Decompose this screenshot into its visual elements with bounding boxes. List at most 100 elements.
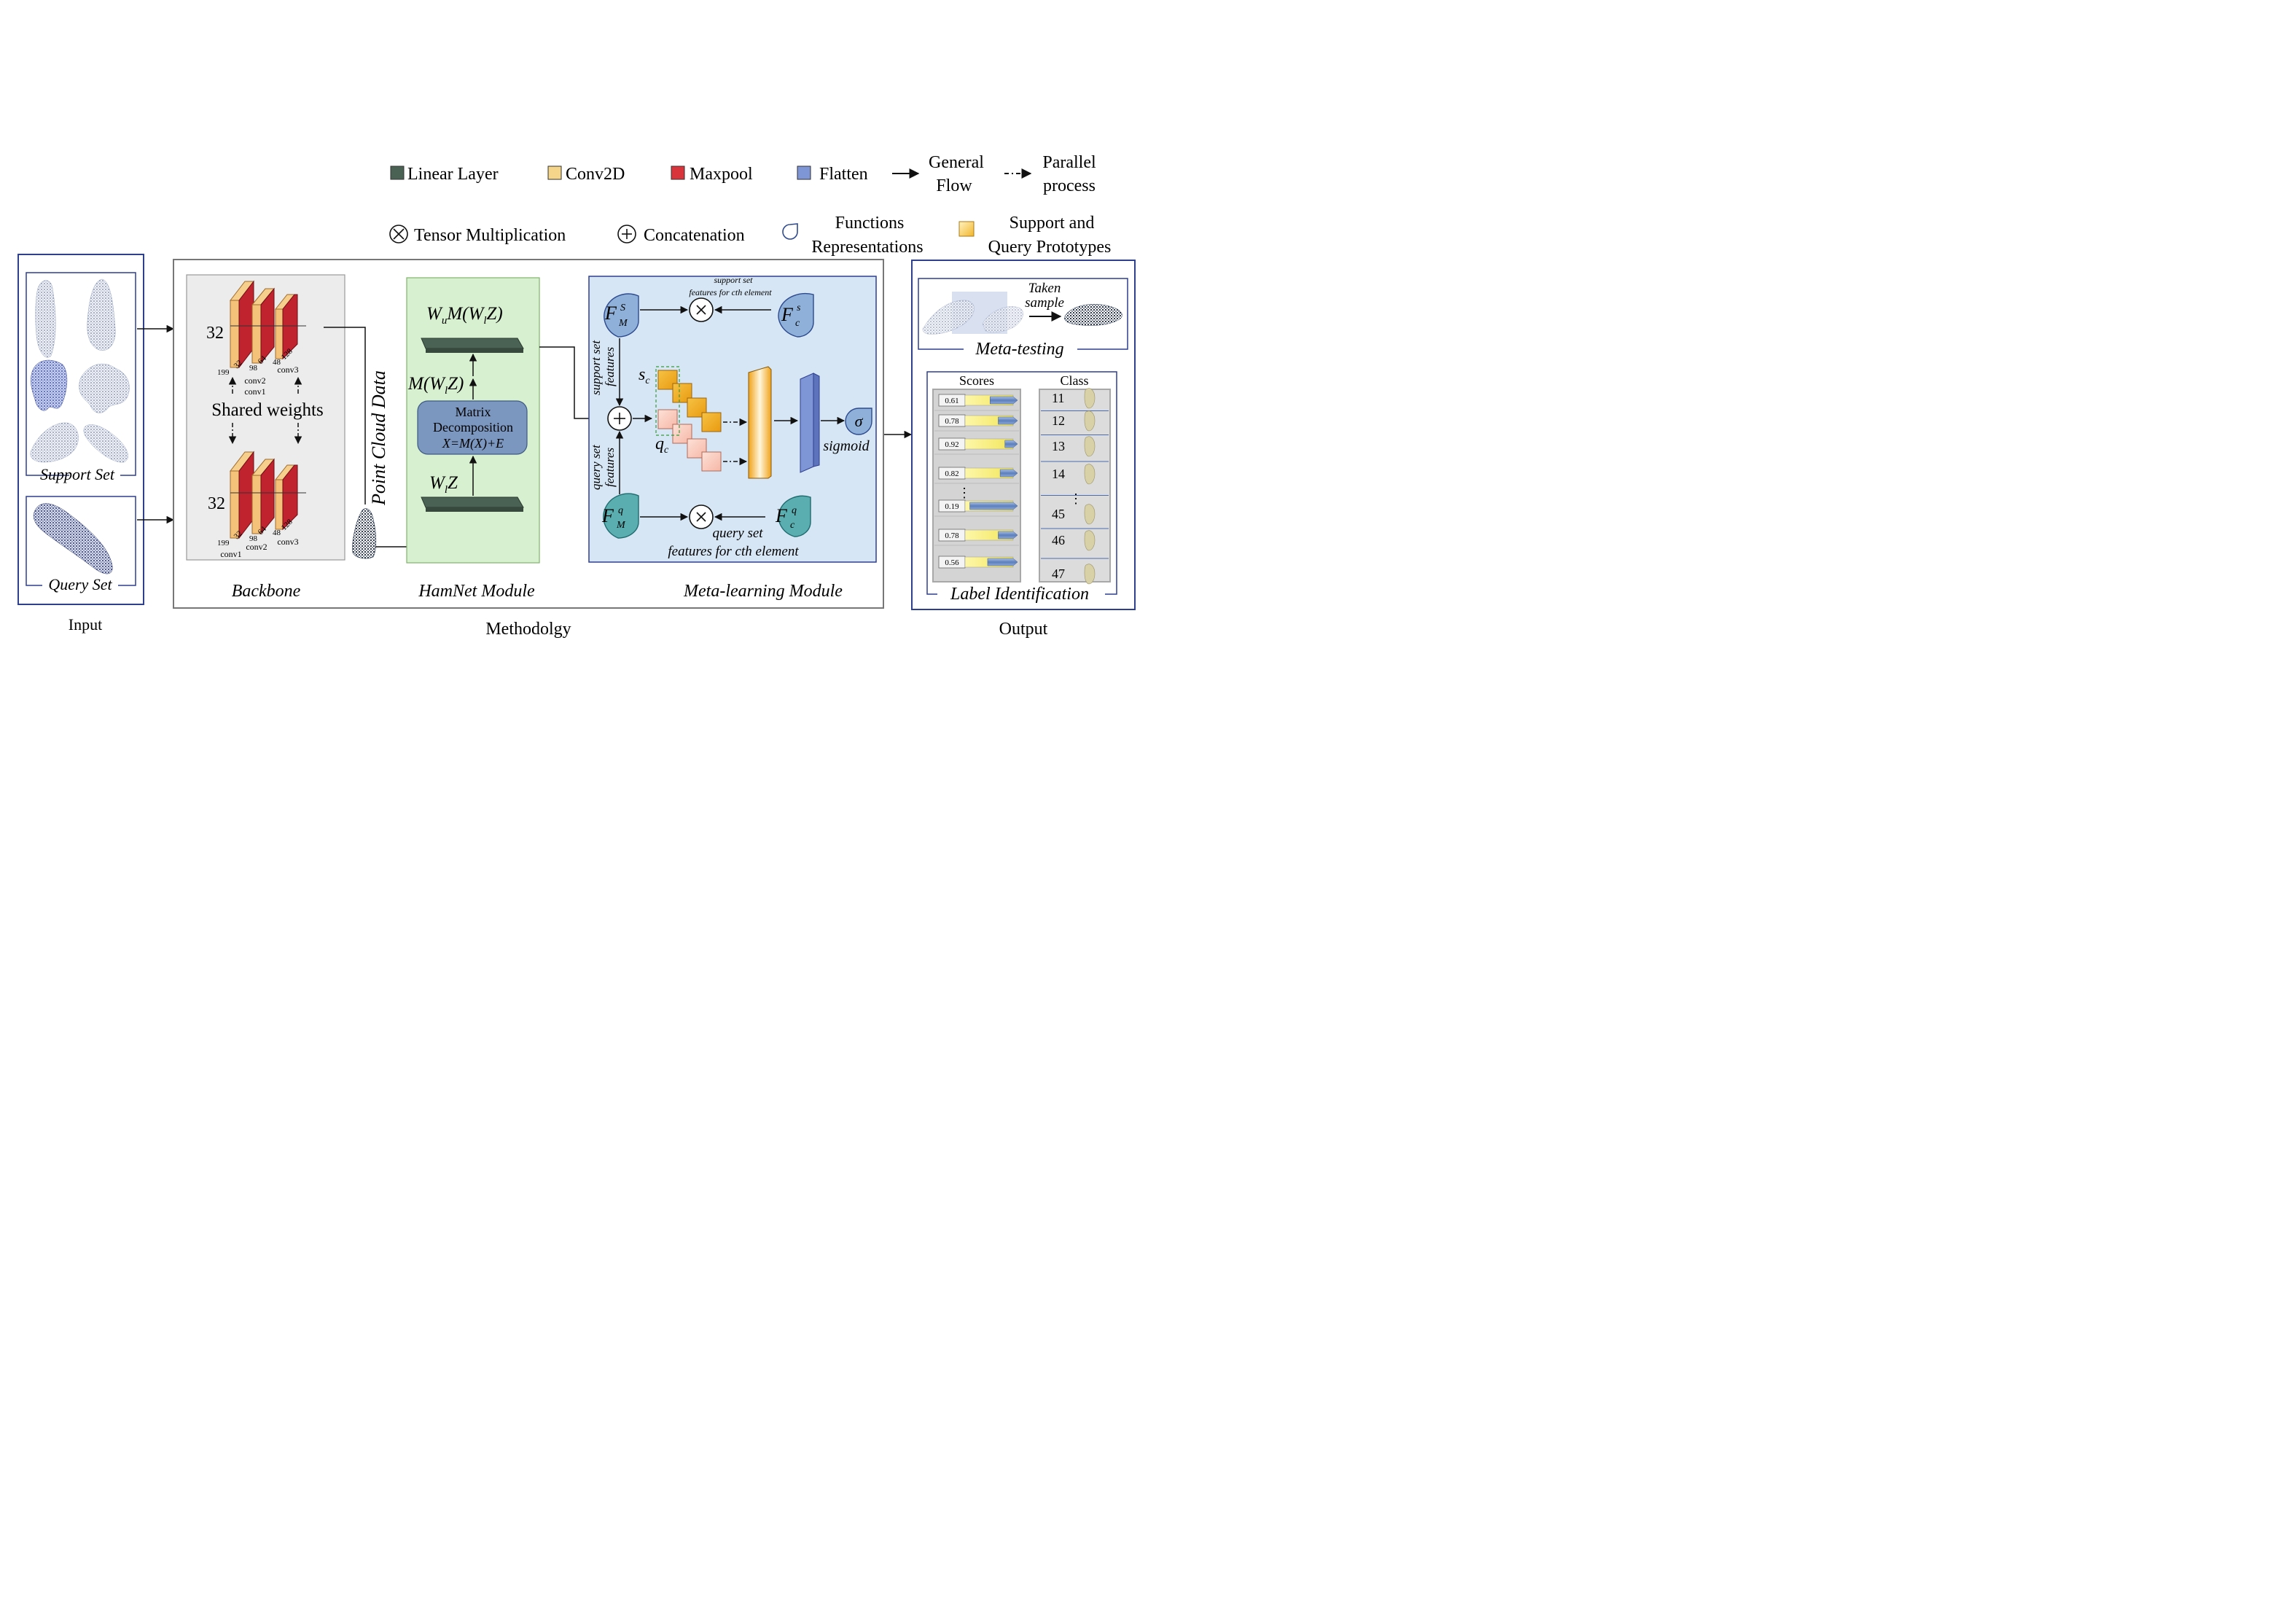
- tooth-thumbnail-icon: [1084, 436, 1096, 457]
- score-row: 0.82: [934, 467, 1019, 484]
- score-value: 0.19: [945, 502, 959, 511]
- legend: Linear Layer Conv2D Maxpool Flatten Gene…: [389, 153, 1111, 257]
- fm-s-sup: S: [620, 303, 625, 313]
- support-vertical-1: support set: [589, 340, 603, 395]
- fm-s-shape: [604, 293, 639, 338]
- dim-98-top: 98: [249, 364, 258, 373]
- conv1-bottom: conv1: [220, 549, 241, 559]
- sc-label: sc: [639, 365, 650, 386]
- query-multiply-icon: [689, 504, 714, 529]
- support-tooth-4: [79, 363, 130, 413]
- class-row: 11: [1041, 388, 1109, 411]
- support-multiply-icon: [689, 297, 714, 322]
- output-caption: Output: [999, 620, 1048, 639]
- class-label: 14: [1052, 467, 1065, 481]
- meta-testing-tooth-left: [922, 300, 1023, 335]
- legend-linear-swatch: [390, 165, 405, 180]
- backbone-bottom-stack: [229, 451, 306, 539]
- query-set-label: Query Set: [48, 575, 112, 593]
- score-bar-fill: [998, 416, 1018, 425]
- tooth-thumbnail-icon: [1084, 388, 1096, 409]
- tooth-thumbnail-icon: [1084, 464, 1096, 485]
- meta-learning-panel: support set features for cth element F S…: [588, 275, 877, 601]
- legend-prototypes-label-1: Support and: [1010, 214, 1095, 233]
- class-row: 13: [1041, 436, 1109, 462]
- query-vertical-2: features: [603, 447, 617, 487]
- class-row: 45: [1041, 504, 1109, 529]
- fm-s-sub: M: [618, 318, 628, 329]
- hamnet-bottom-label: WlZ: [429, 473, 458, 496]
- legend-tensor-multiplication-label: Tensor Multiplication: [414, 226, 566, 245]
- dim-48-top: 48: [273, 358, 281, 367]
- score-value: 0.56: [945, 558, 959, 567]
- score-bar-fill: [990, 396, 1018, 405]
- support-features-top: support set: [714, 275, 753, 285]
- score-value: 0.92: [945, 440, 958, 449]
- fc-q-sup: q: [792, 505, 797, 516]
- legend-conv2d-label: Conv2D: [566, 165, 625, 184]
- function-representation-icon: [782, 223, 798, 240]
- query-tooth: [33, 503, 113, 574]
- hamnet-top-label: WuM(WlZ): [426, 304, 503, 327]
- fc-q-label: F: [775, 505, 788, 526]
- matrix-decomposition-box: [417, 400, 528, 455]
- support-tooth-5: [30, 422, 79, 463]
- dim-199-top: 199: [217, 368, 230, 377]
- class-label: 45: [1052, 507, 1065, 521]
- legend-functions-label-2: Representations: [811, 238, 923, 257]
- class-label: 13: [1052, 439, 1065, 453]
- legend-general-flow-label-1: General: [929, 153, 984, 172]
- hamnet-mid-label: M(WlZ): [407, 374, 464, 397]
- support-prototypes: [657, 370, 722, 432]
- scores-ellipsis: ⋮: [958, 486, 971, 500]
- class-label: 12: [1052, 413, 1065, 428]
- tensor-multiplication-icon: [389, 225, 408, 243]
- fm-q-sup: q: [618, 505, 623, 516]
- conv1-top: conv1: [244, 386, 265, 397]
- score-row: 0.92: [934, 437, 1019, 455]
- legend-parallel-label-1: Parallel: [1042, 153, 1096, 172]
- dim-98-bottom: 98: [249, 534, 258, 543]
- fc-s-sup: s: [797, 303, 801, 313]
- point-cloud-icon: [352, 508, 377, 559]
- output-panel: Taken sample Meta-testing Scores Class 0…: [911, 260, 1136, 610]
- class-label: 47: [1052, 566, 1065, 581]
- fc-s-shape: [778, 292, 814, 338]
- class-label: 11: [1052, 391, 1064, 405]
- score-bar-fill: [987, 558, 1018, 566]
- score-row: 0.61: [934, 394, 1019, 411]
- taken-sample-label-1: Taken: [1028, 281, 1061, 296]
- linear-layer-top: [421, 338, 524, 353]
- backbone-bottom-size: 32: [208, 494, 225, 513]
- concatenation-icon: [617, 225, 636, 243]
- score-value: 0.61: [945, 397, 958, 405]
- fc-q-sub: c: [790, 520, 795, 531]
- query-vertical-1: query set: [589, 444, 603, 490]
- scores-header: Scores: [959, 373, 994, 388]
- score-bar-fill: [969, 502, 1018, 510]
- qc-label: qc: [655, 435, 669, 456]
- sigma-shape: [845, 408, 872, 435]
- support-features-bottom: features for cth element: [689, 287, 772, 297]
- diagram-canvas: Linear Layer Conv2D Maxpool Flatten Gene…: [17, 153, 1136, 639]
- hamnet-panel: WuM(WlZ) M(WlZ) Matrix Decomposition X=M…: [406, 277, 540, 601]
- query-features-bottom: features for cth element: [668, 544, 799, 559]
- legend-concatenation-label: Concatenation: [644, 226, 745, 245]
- score-row: 0.78: [934, 529, 1019, 546]
- label-identification-label: Label Identification: [950, 585, 1089, 604]
- meta-testing-label: Meta-testing: [975, 340, 1063, 359]
- dim-48-bottom: 48: [273, 529, 281, 537]
- fc-s-sub: c: [795, 318, 800, 329]
- score-row: 0.78: [934, 414, 1019, 432]
- methodology-caption: Methodolgy: [485, 620, 571, 639]
- legend-maxpool-label: Maxpool: [690, 165, 753, 184]
- matrix-decomposition-line-2: Decomposition: [433, 420, 513, 435]
- point-cloud-data-label: Point Cloud Data: [368, 370, 389, 506]
- support-tooth-3: [31, 359, 68, 411]
- score-value: 0.82: [945, 469, 958, 478]
- input-caption: Input: [69, 615, 102, 634]
- score-row: 0.56: [938, 556, 1018, 569]
- support-tooth-1: [35, 280, 56, 358]
- class-row: 14: [1041, 464, 1109, 496]
